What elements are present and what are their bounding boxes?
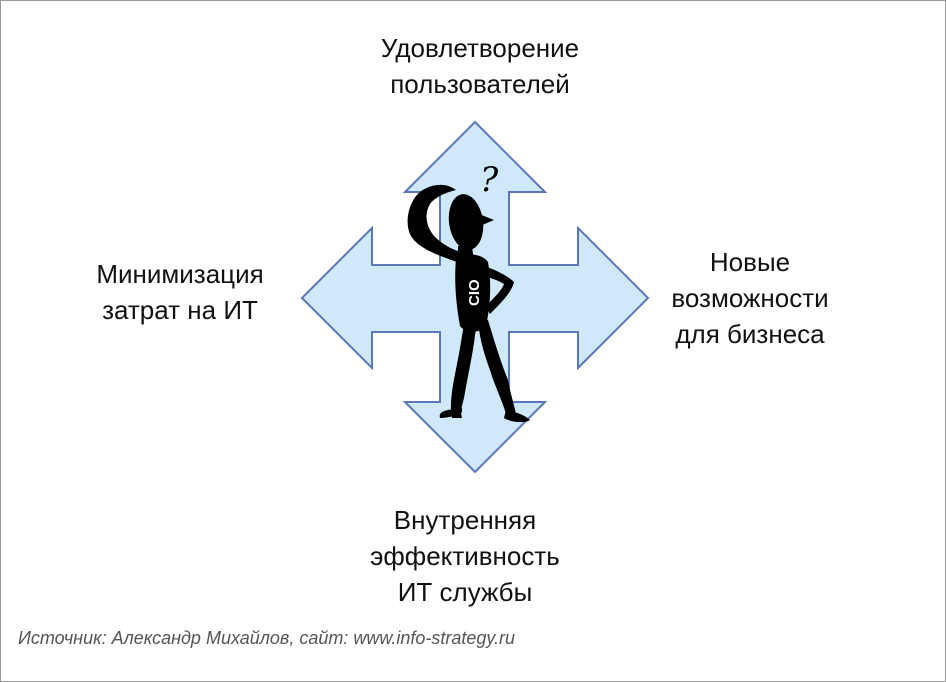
cio-label: CIO xyxy=(466,279,483,306)
head xyxy=(448,194,484,250)
hip-arm xyxy=(484,266,514,314)
label-right-new-business-opportunities: Новые возможности для бизнеса xyxy=(671,247,829,349)
label-top-user-satisfaction: Удовлетворение пользователей xyxy=(380,33,580,99)
raised-arm xyxy=(407,184,462,262)
left-leg xyxy=(450,324,476,418)
source-caption: Источник: Александр Михайлов, сайт: www.… xyxy=(18,628,516,648)
right-leg xyxy=(478,320,516,414)
label-left-cost-minimization: Минимизация затрат на ИТ xyxy=(96,259,264,325)
cio-figure: ? CIO xyxy=(407,160,530,423)
question-mark: ? xyxy=(480,160,499,200)
torso xyxy=(455,254,491,332)
label-bottom-internal-efficiency: Внутренняя эффективность ИТ службы xyxy=(370,505,560,607)
